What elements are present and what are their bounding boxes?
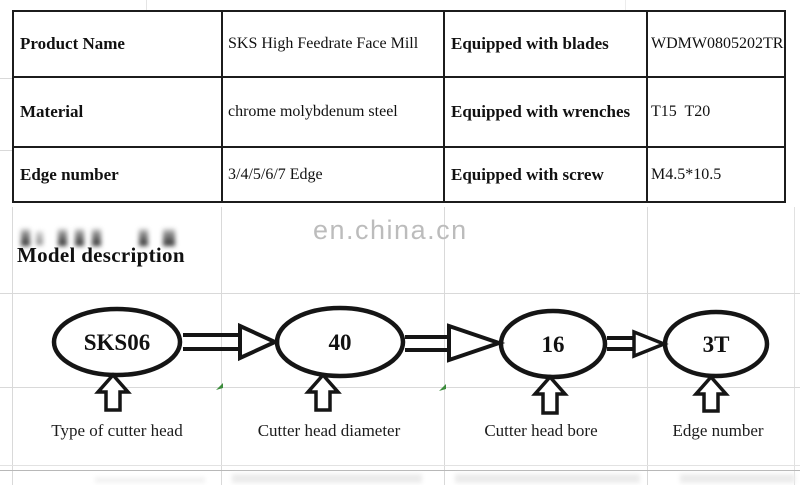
- blades-label: Equipped with blades: [443, 10, 648, 78]
- table-row: Product Name SKS High Feedrate Face Mill…: [12, 10, 787, 78]
- model-diagram: SKS06 40 16 3T: [51, 305, 770, 415]
- gridline: [12, 207, 13, 485]
- green-cell-mark: [439, 384, 446, 391]
- node-label-type: Type of cutter head: [51, 421, 183, 440]
- up-arrow-icon: [304, 372, 342, 412]
- node-code: 40: [329, 330, 352, 355]
- edge-number-label: Edge number: [12, 146, 223, 203]
- table-row: Edge number 3/4/5/6/7 Edge Equipped with…: [12, 146, 787, 203]
- blur-band: [95, 477, 205, 483]
- green-cell-mark: [216, 383, 223, 390]
- blur-band: [455, 474, 640, 483]
- up-arrow-icon: [692, 374, 730, 413]
- gridline: [794, 207, 795, 485]
- edge-number-value: 3/4/5/6/7 Edge: [221, 146, 445, 203]
- gridline: [146, 0, 147, 10]
- smudge-mark: [21, 229, 30, 246]
- gridline: [0, 293, 800, 294]
- gridline: [625, 0, 626, 10]
- node-label-edges: Edge number: [672, 421, 764, 440]
- section-title: Model description: [17, 243, 185, 267]
- node-code: 16: [542, 332, 565, 357]
- gridline: [444, 207, 445, 485]
- right-arrow-icon: [405, 323, 506, 363]
- smudge-mark: [36, 231, 43, 245]
- node-label-bore: Cutter head bore: [484, 421, 598, 440]
- right-arrow-icon: [607, 329, 669, 359]
- gridline: [0, 78, 12, 79]
- smudge-mark: [139, 229, 148, 246]
- screw-value: M4.5*10.5: [645, 146, 787, 203]
- blur-band: [232, 474, 422, 483]
- material-value: chrome molybdenum steel: [221, 76, 445, 148]
- gridline: [0, 387, 800, 388]
- gridline: [0, 150, 12, 151]
- node-code: SKS06: [84, 330, 150, 355]
- smudge-mark: [58, 229, 67, 246]
- gridline: [0, 465, 800, 466]
- product-name-value: SKS High Feedrate Face Mill: [221, 10, 445, 78]
- product-name-label: Product Name: [12, 10, 223, 78]
- table-row: Material chrome molybdenum steel Equippe…: [12, 76, 787, 148]
- model-node-type: [51, 306, 183, 378]
- smudge-mark: [92, 229, 101, 246]
- wrenches-value: T15 T20: [645, 76, 787, 148]
- up-arrow-icon: [94, 372, 132, 412]
- smudge-mark: [163, 229, 175, 246]
- right-arrow-icon: [183, 322, 280, 362]
- node-code: 3T: [703, 332, 730, 357]
- screw-label: Equipped with screw: [443, 146, 648, 203]
- wrenches-label: Equipped with wrenches: [443, 76, 648, 148]
- spec-table: Product Name SKS High Feedrate Face Mill…: [12, 10, 787, 203]
- gridline: [221, 207, 222, 485]
- node-label-diameter: Cutter head diameter: [257, 421, 401, 440]
- blur-band: [680, 474, 795, 483]
- smudge-mark: [75, 229, 84, 246]
- gridline: [0, 470, 800, 471]
- up-arrow-icon: [531, 374, 569, 415]
- watermark-text: en.china.cn: [313, 215, 468, 245]
- blades-value: WDMW0805202TR: [645, 10, 787, 78]
- material-label: Material: [12, 76, 223, 148]
